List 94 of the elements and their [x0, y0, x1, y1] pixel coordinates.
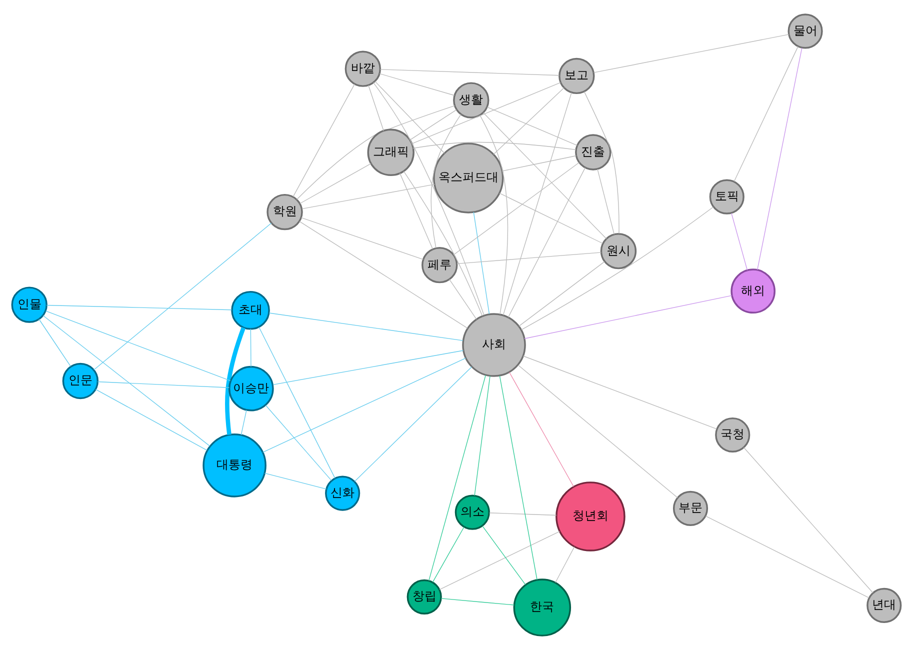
connector	[593, 34, 790, 72]
connector	[518, 260, 605, 326]
connector	[456, 252, 602, 264]
connector	[94, 222, 272, 370]
connector	[474, 375, 490, 496]
node-circle: 보고	[558, 57, 595, 94]
connector	[432, 526, 464, 582]
connector	[403, 170, 483, 316]
connector	[268, 312, 464, 340]
connector	[524, 294, 732, 338]
connector	[45, 310, 231, 381]
connector	[453, 162, 580, 255]
connector	[299, 220, 468, 328]
connector	[482, 525, 526, 585]
connector	[597, 168, 615, 234]
node-circle: 토픽	[709, 178, 744, 214]
node-circle: 생활	[453, 82, 490, 118]
node-circle: 이승만	[228, 365, 274, 411]
connector	[483, 112, 607, 239]
connector	[734, 46, 798, 182]
node-circle: 의소	[454, 494, 490, 530]
connector	[225, 326, 246, 435]
connector	[499, 375, 538, 580]
connector	[522, 355, 717, 429]
connector	[705, 515, 870, 598]
connector	[731, 212, 748, 270]
node-circle: 신화	[325, 475, 360, 510]
node-circle: 한국	[513, 578, 572, 636]
node-circle: 페루	[422, 246, 458, 283]
connector	[301, 216, 424, 260]
connector	[42, 314, 210, 446]
connector	[757, 47, 802, 270]
connector	[46, 304, 232, 310]
connector	[486, 106, 578, 146]
connector	[440, 598, 515, 605]
node-circle: 옥스퍼드대	[433, 142, 504, 213]
node-circle: 진출	[575, 134, 612, 170]
node-circle: 인문	[62, 362, 99, 399]
node-circle: 그래픽	[367, 128, 414, 176]
node-circle: 청년회	[556, 481, 626, 551]
connector	[379, 72, 455, 96]
connector	[265, 404, 332, 480]
connector	[439, 530, 560, 590]
connector	[302, 183, 435, 209]
node-circle: 학원	[266, 193, 303, 230]
connector	[584, 90, 620, 234]
connector	[374, 80, 445, 154]
connector	[521, 206, 714, 330]
connector	[97, 380, 230, 388]
node-circle: 년대	[866, 587, 902, 622]
node-circle: 사회	[462, 312, 526, 376]
connector	[493, 86, 564, 154]
connector	[430, 113, 462, 248]
connector	[448, 278, 477, 320]
connector	[499, 192, 603, 244]
connector	[502, 154, 577, 171]
connector	[508, 166, 586, 318]
connector	[258, 326, 336, 478]
connector	[743, 446, 874, 593]
node-circle: 인물	[11, 286, 48, 322]
connector	[272, 350, 464, 384]
node-circle: 초대	[231, 290, 270, 330]
connector	[412, 141, 576, 150]
node-circle: 창립	[406, 578, 442, 614]
connector	[250, 328, 252, 366]
connector	[518, 364, 678, 498]
connector	[410, 109, 457, 140]
connector	[38, 318, 72, 366]
connector	[240, 409, 247, 435]
connector	[264, 472, 327, 489]
node-circle: 부문	[672, 490, 708, 526]
connector	[354, 366, 472, 482]
connector	[428, 374, 486, 581]
connector	[95, 388, 208, 450]
connector	[555, 546, 575, 582]
connector	[292, 83, 355, 197]
node-circle: 바깥	[344, 50, 382, 86]
connector	[400, 172, 434, 249]
connector	[489, 512, 557, 516]
connector	[473, 211, 490, 314]
connector	[373, 82, 484, 316]
connector	[380, 68, 560, 76]
connector	[368, 84, 384, 131]
node-circle: 국청	[715, 416, 750, 452]
connector	[502, 92, 572, 316]
connector	[300, 162, 372, 204]
connector	[509, 371, 574, 486]
connector	[480, 114, 508, 314]
node-circle: 물어	[788, 13, 823, 48]
node-circle: 대통령	[202, 433, 266, 497]
node-circle: 원시	[600, 232, 637, 269]
connector	[296, 104, 456, 200]
node-circle: 해외	[730, 268, 776, 313]
connector	[262, 357, 466, 452]
